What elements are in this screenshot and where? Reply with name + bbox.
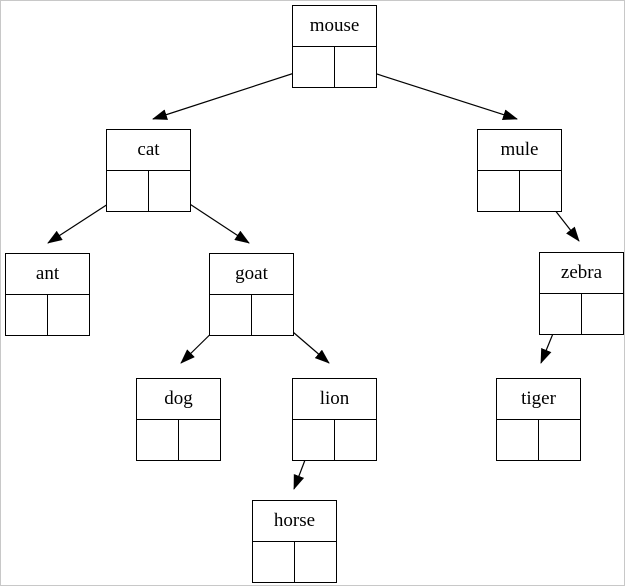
node-label-goat: goat [210,254,293,295]
tree-node-mule: mule [477,129,562,212]
node-label-tiger: tiger [497,379,580,420]
right-pointer-cell-dog [179,420,221,460]
tree-node-dog: dog [136,378,221,461]
left-pointer-cell-mule [478,171,520,211]
right-pointer-cell-zebra [582,294,624,334]
right-pointer-cell-cat [149,171,191,211]
node-label-ant: ant [6,254,89,295]
edge-mouse-right-to-mule [354,66,518,120]
tree-node-horse: horse [252,500,337,583]
left-pointer-cell-lion [293,420,335,460]
right-pointer-cell-lion [335,420,377,460]
tree-node-mouse: mouse [292,5,377,88]
tree-node-cat: cat [106,129,191,212]
left-pointer-cell-ant [6,295,48,335]
right-pointer-cell-mouse [335,47,377,87]
left-pointer-cell-tiger [497,420,539,460]
node-label-lion: lion [293,379,376,420]
right-pointer-cell-horse [295,542,337,582]
tree-node-ant: ant [5,253,90,336]
left-pointer-cell-zebra [540,294,582,334]
node-label-horse: horse [253,501,336,542]
left-pointer-cell-goat [210,295,252,335]
right-pointer-cell-tiger [539,420,581,460]
node-label-mouse: mouse [293,6,376,47]
tree-node-tiger: tiger [496,378,581,461]
node-label-cat: cat [107,130,190,171]
left-pointer-cell-horse [253,542,295,582]
node-label-zebra: zebra [540,253,623,294]
right-pointer-cell-mule [520,171,562,211]
left-pointer-cell-mouse [293,47,335,87]
right-pointer-cell-goat [252,295,294,335]
right-pointer-cell-ant [48,295,90,335]
left-pointer-cell-dog [137,420,179,460]
node-label-mule: mule [478,130,561,171]
tree-node-goat: goat [209,253,294,336]
edge-mouse-left-to-cat [152,66,314,120]
left-pointer-cell-cat [107,171,149,211]
node-label-dog: dog [137,379,220,420]
tree-node-zebra: zebra [539,252,624,335]
tree-node-lion: lion [292,378,377,461]
